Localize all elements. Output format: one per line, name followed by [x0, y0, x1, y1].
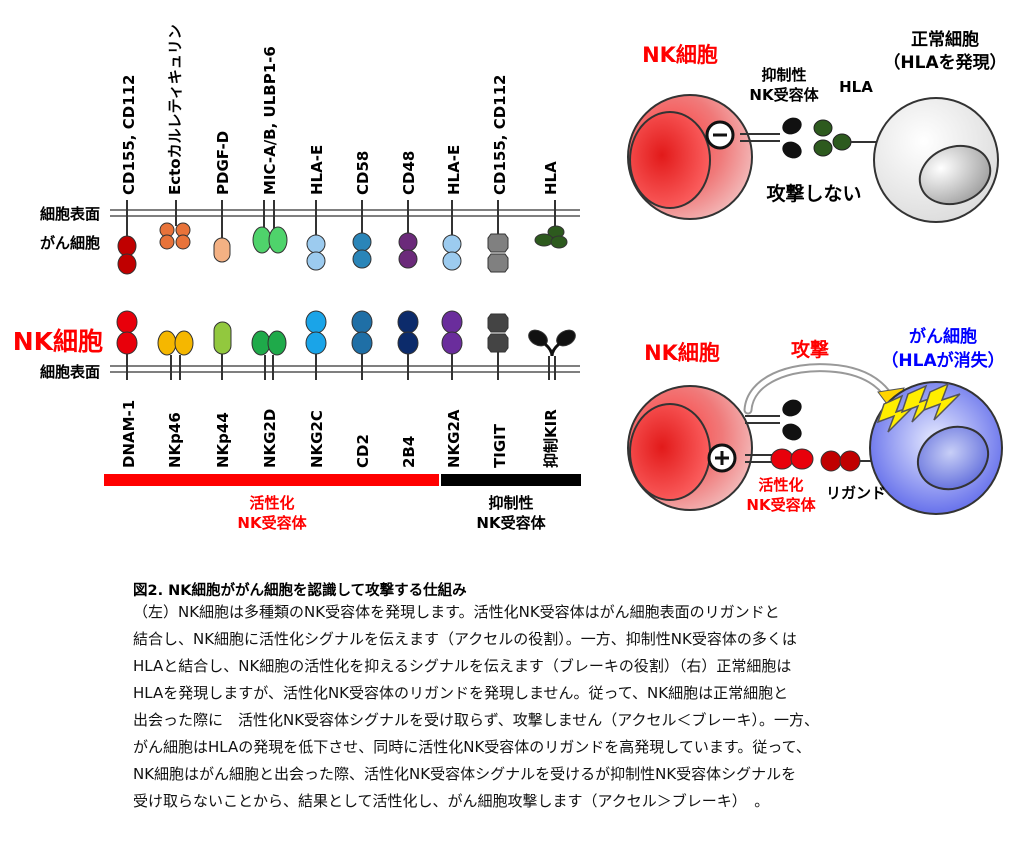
inhibitory-receptor-label-2: NK受容体 — [476, 514, 546, 532]
normal-cell-scenario: NK細胞 抑制性 NK受容体 HLA 正常細胞 （HLAを発現） — [627, 29, 1007, 223]
receptor-label: NKG2D — [261, 409, 279, 468]
hla-ligand — [534, 200, 568, 249]
receptor-label: CD2 — [354, 434, 372, 468]
receptor-ligand-panel: 細胞表面 がん細胞 NK細胞 細胞表面 CD155, CD112 Ectoカルレ… — [13, 24, 581, 532]
activating-receptor-label-bottom: 活性化 — [758, 476, 803, 494]
caption-line: HLAを発現しますが、活性化NK受容体のリガンドを発現しません。従って、NK細胞… — [133, 684, 789, 702]
inhibitory-receptor-label-top-2: NK受容体 — [749, 86, 819, 104]
cd155-cd112-ligand — [117, 200, 137, 275]
normal-cell-label: 正常細胞 — [911, 29, 979, 50]
nkg2d-receptor — [251, 330, 287, 380]
tigit-receptor — [487, 313, 509, 380]
activating-receptor-bar — [104, 474, 439, 486]
ligand-label-bottom: リガンド — [826, 484, 886, 502]
receptor-label: DNAM-1 — [120, 400, 138, 468]
cancer-membrane-label: 細胞表面 — [40, 205, 100, 223]
receptor-label: NKp46 — [166, 412, 184, 468]
caption-line: HLAと結合し、NK細胞の活性化を抑えるシグナルを伝えます（ブレーキの役割）（右… — [133, 657, 792, 675]
caption-line: （左）NK細胞は多種類のNK受容体を発現します。活性化NK受容体はがん細胞表面の… — [133, 603, 780, 621]
cancer-cell-label-right: がん細胞 — [909, 326, 977, 347]
normal-cell-hla-label: （HLAを発現） — [883, 52, 1006, 73]
activating-receptor-label-2: NK受容体 — [237, 514, 307, 532]
receptor-label: TIGIT — [491, 423, 509, 468]
nkp44-receptor — [213, 321, 232, 380]
attack-label: 攻撃 — [791, 338, 829, 361]
ligand-bottom — [820, 450, 880, 472]
cd2-receptor — [351, 310, 373, 380]
nk-recognition-figure: 細胞表面 がん細胞 NK細胞 細胞表面 CD155, CD112 Ectoカルレ… — [13, 24, 1007, 532]
ligand-label: MIC-A/B, ULBP1-6 — [261, 46, 279, 195]
cancer-cell-hla-loss-label: （HLAが消失） — [881, 350, 1004, 371]
dnam-1-receptor — [116, 310, 138, 380]
receptor-label: NKp44 — [214, 412, 232, 468]
ligand-label: HLA-E — [445, 145, 463, 195]
inhibitory-receptor-top — [740, 117, 802, 159]
nkp46-receptor — [157, 330, 194, 380]
nkg2a-receptor — [441, 310, 463, 380]
caption-line: 受け取らないことから、結果として活性化し、がん細胞攻撃します（アクセル＞ブレーキ… — [133, 792, 770, 810]
cancer-cell-membrane — [110, 209, 580, 217]
2b4-receptor — [397, 310, 419, 380]
activating-receptor-label-bottom-2: NK受容体 — [746, 496, 816, 514]
nk-cell-label-top: NK細胞 — [642, 43, 718, 67]
nkg2c-receptor — [305, 310, 327, 380]
ligand-label: CD155, CD112 — [120, 75, 138, 195]
no-attack-label: 攻撃しない — [766, 182, 861, 205]
minus-icon — [705, 120, 735, 150]
receptor-label: NKG2A — [445, 409, 463, 468]
ligand-label: HLA — [542, 161, 560, 195]
caption-line: がん細胞はHLAの発現を低下させ、同時に活性化NK受容体のリガンドを高発現してい… — [133, 738, 811, 756]
caption-line: 結合し、NK細胞に活性化シグナルを伝えます（アクセルの役割）。一方、抑制性NK受… — [133, 630, 797, 648]
inhibitory-receptor-bar — [441, 474, 581, 486]
hla-e-ligand — [306, 200, 326, 271]
cd155-cd112-ligand-2 — [487, 200, 509, 273]
nk-cell-top — [627, 94, 753, 220]
ligand-label: Ectoカルレティキュリン — [166, 24, 184, 195]
inhibitory-receptor-label: 抑制性 — [488, 494, 533, 512]
receptor-label: 2B4 — [400, 436, 418, 468]
lightning-icon — [876, 382, 961, 433]
caption-line: 出会った際に 活性化NK受容体シグナルを受け取らず、攻撃しません（アクセル＜ブレ… — [133, 711, 820, 729]
inhibitory-kir-receptor — [528, 329, 576, 380]
ligand-label: PDGF-D — [214, 131, 232, 195]
inhibitory-receptor-bottom — [745, 399, 802, 441]
nk-cell-label-bottom: NK細胞 — [644, 341, 720, 365]
nk-membrane-label: 細胞表面 — [40, 363, 100, 381]
hla-molecule-top — [813, 119, 880, 157]
cancer-cell-label: がん細胞 — [40, 234, 100, 252]
cd58-ligand — [352, 200, 372, 269]
inhibitory-receptor-label-top: 抑制性 — [761, 66, 806, 84]
ecto-calreticulin-ligand — [159, 200, 191, 250]
nk-cell-label: NK細胞 — [13, 327, 103, 356]
nk-cell-bottom — [627, 385, 753, 511]
mica-ulbp-ligand — [252, 200, 288, 254]
cd48-ligand — [398, 200, 418, 269]
normal-cell — [873, 97, 999, 223]
ligand-label: CD155, CD112 — [491, 75, 509, 195]
pdgf-d-ligand — [213, 200, 231, 263]
ligand-label: HLA-E — [308, 145, 326, 195]
cancer-cell-scenario: NK細胞 攻撃 がん細胞 （HLAが消失） — [627, 326, 1005, 515]
hla-label-top: HLA — [839, 78, 873, 96]
activating-receptor-label: 活性化 — [249, 494, 294, 512]
caption-line: NK細胞はがん細胞と出会った際、活性化NK受容体シグナルを受けるが抑制性NK受容… — [133, 765, 797, 783]
nk-cell-membrane — [110, 365, 580, 373]
ligand-label: CD48 — [400, 151, 418, 195]
receptor-label: NKG2C — [308, 410, 326, 468]
plus-icon — [707, 443, 737, 473]
figure-caption-title: 図2. NK細胞ががん細胞を認識して攻撃する仕組み — [133, 583, 467, 599]
attack-arrow — [743, 363, 905, 415]
ligand-label: CD58 — [354, 151, 372, 195]
receptor-label: 抑制KIR — [542, 409, 560, 468]
hla-e-ligand-2 — [442, 200, 462, 271]
activating-receptor-bottom — [745, 448, 814, 470]
